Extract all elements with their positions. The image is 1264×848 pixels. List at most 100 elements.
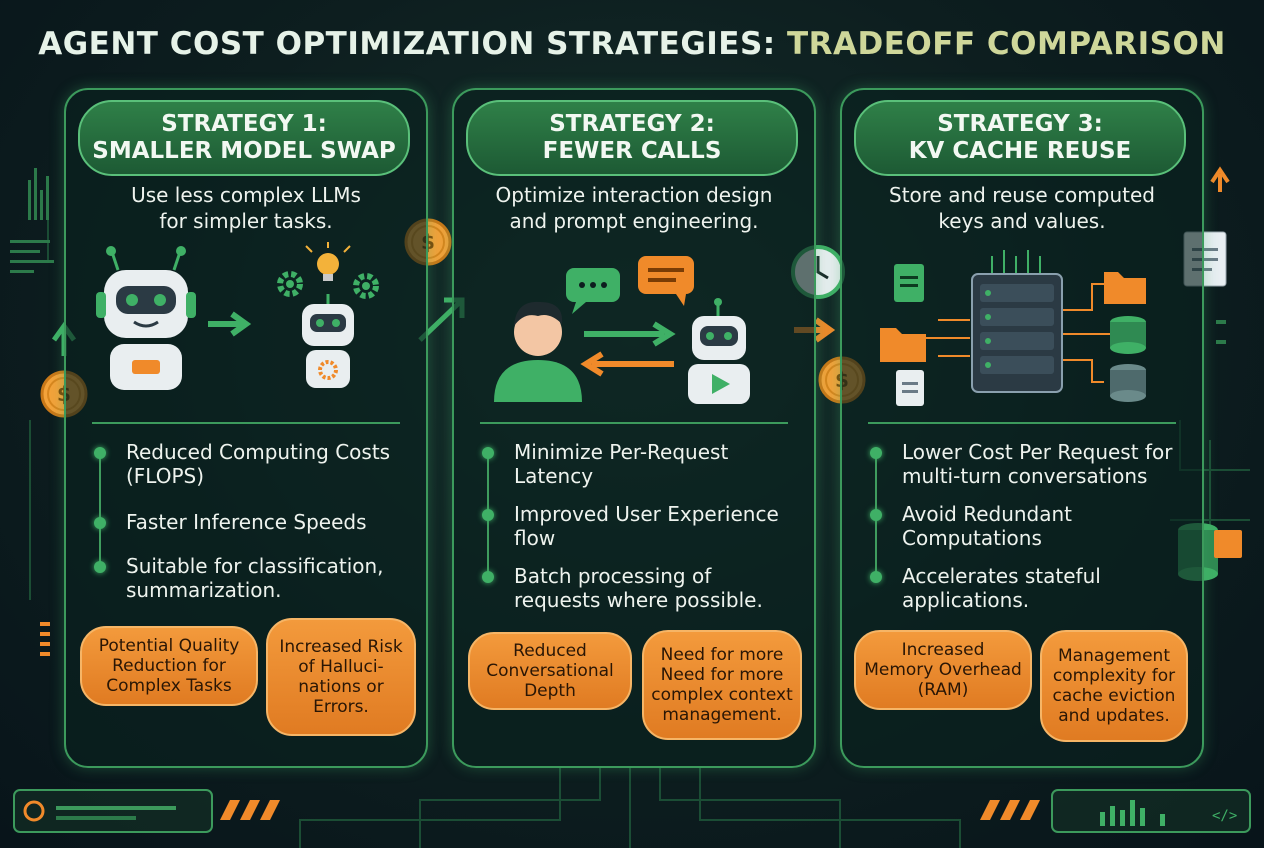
tradeoff-text: Increased Risk (279, 637, 403, 657)
tradeoff-text: complex context (651, 685, 793, 705)
description-line: Use less complex LLMs (131, 183, 361, 207)
document-icon (896, 370, 924, 406)
description-line: Store and reuse computed (889, 183, 1155, 207)
benefit-text: flow (514, 526, 556, 550)
tradeoff-text: Need for more (660, 665, 784, 685)
benefit-item: Avoid Redundant Computations (870, 502, 1190, 550)
code-icon: </> (1212, 808, 1237, 824)
benefit-text: summarization. (126, 578, 282, 602)
benefit-text: requests where possible. (514, 588, 763, 612)
tradeoff-text: Potential Quality (98, 636, 240, 656)
benefit-text: (FLOPS) (126, 464, 205, 488)
arrow-right-icon (584, 321, 676, 347)
chat-bubble-icon (566, 268, 620, 314)
benefit-text: multi-turn conversations (902, 464, 1148, 488)
strategy-description: Optimize interaction design and prompt e… (464, 182, 804, 234)
database-icon (1110, 316, 1146, 354)
description-line: Optimize interaction design (495, 183, 773, 207)
bullet-dot-icon (870, 447, 882, 459)
description-line: keys and values. (938, 209, 1106, 233)
lightbulb-icon (305, 242, 351, 281)
tradeoff-text: Management (1058, 646, 1170, 666)
benefit-item: Minimize Per-Request Latency (482, 440, 802, 488)
bullet-dot-icon (870, 509, 882, 521)
tradeoff-bubble: Increased Memory Overhead (RAM) (854, 630, 1032, 710)
benefit-text: Suitable for classification, (126, 554, 384, 578)
tradeoff-bubble: Potential Quality Reduction for Complex … (80, 626, 258, 706)
tradeoff-bubble: Management complexity for cache eviction… (1040, 630, 1188, 742)
benefit-text: Batch processing of (514, 564, 712, 588)
tradeoff-text: Conversational (486, 661, 614, 681)
bullet-dot-icon (870, 571, 882, 583)
strategy-header-1: STRATEGY 1: SMALLER MODEL SWAP (78, 100, 410, 176)
benefit-text: Computations (902, 526, 1042, 550)
tradeoff-text: management. (662, 705, 782, 725)
strategy-name: FEWER CALLS (542, 138, 722, 164)
benefit-item: Lower Cost Per Request for multi-turn co… (870, 440, 1190, 488)
strategy-panel-3: STRATEGY 3: KV CACHE REUSE Store and reu… (840, 88, 1204, 768)
benefit-text: Faster Inference Speeds (126, 510, 367, 534)
kv-cache-illustration (880, 250, 1146, 406)
robot-icon (302, 294, 354, 388)
page-title: AGENT COST OPTIMIZATION STRATEGIES: TRAD… (0, 26, 1264, 62)
smaller-model-illustration (96, 242, 379, 390)
tradeoff-text: and updates. (1058, 706, 1170, 726)
robot-icon (688, 298, 750, 404)
benefit-item: Suitable for classification, summarizati… (94, 554, 414, 602)
bullet-dot-icon (94, 447, 106, 459)
benefit-item: Improved User Experience flow (482, 502, 802, 550)
benefits-list: Lower Cost Per Request for multi-turn co… (870, 436, 1190, 612)
tradeoff-text: Depth (524, 681, 576, 701)
benefit-text: Latency (514, 464, 594, 488)
benefit-text: Minimize Per-Request (514, 440, 729, 464)
bullet-dot-icon (482, 509, 494, 521)
database-icon (1110, 364, 1146, 402)
benefit-text: Lower Cost Per Request for (902, 440, 1173, 464)
strategy-description: Store and reuse computed keys and values… (852, 182, 1192, 234)
title-main: AGENT COST OPTIMIZATION STRATEGIES: (38, 26, 776, 62)
folder-icon (1104, 272, 1146, 304)
arrow-right-icon (208, 311, 252, 337)
tradeoff-text: Increased (901, 640, 985, 660)
tradeoff-text: Need for more (660, 645, 784, 665)
tradeoff-bubble: Need for more Need for more complex cont… (642, 630, 802, 740)
gear-icon (277, 271, 303, 297)
tradeoff-text: of Halluci- (298, 657, 384, 677)
benefits-list: Minimize Per-Request Latency Improved Us… (482, 436, 802, 612)
arrow-left-icon (580, 351, 674, 377)
strategy-panel-2: STRATEGY 2: FEWER CALLS Optimize interac… (452, 88, 816, 768)
benefit-text: Improved User Experience (514, 502, 779, 526)
chat-bubble-icon (638, 256, 694, 306)
tradeoff-text: complexity for (1052, 666, 1176, 686)
gear-icon (353, 273, 379, 299)
server-rack-icon (971, 273, 1063, 393)
user-icon (494, 301, 582, 402)
benefits-list: Reduced Computing Costs (FLOPS) Faster I… (94, 436, 414, 602)
bullet-dot-icon (482, 571, 494, 583)
tradeoff-text: nations or (298, 677, 384, 697)
robot-icon (96, 246, 196, 390)
strategy-header-2: STRATEGY 2: FEWER CALLS (466, 100, 798, 176)
strategy-description: Use less complex LLMs for simpler tasks. (76, 182, 416, 234)
benefit-item: Accelerates stateful applications. (870, 564, 1190, 612)
strategy-name: KV CACHE REUSE (908, 138, 1132, 164)
strategy-number: STRATEGY 2: (549, 111, 715, 137)
strategy-name: SMALLER MODEL SWAP (92, 138, 396, 164)
description-line: for simpler tasks. (159, 209, 333, 233)
benefit-text: Accelerates stateful (902, 564, 1101, 588)
tradeoff-text: Reduced (513, 641, 587, 661)
folder-icon (880, 328, 926, 362)
tradeoff-text: Memory Overhead (864, 660, 1022, 680)
section-divider (92, 422, 400, 424)
tradeoff-text: (RAM) (917, 680, 969, 700)
strategy-header-3: STRATEGY 3: KV CACHE REUSE (854, 100, 1186, 176)
tradeoff-text: Complex Tasks (106, 676, 232, 696)
tradeoff-text: cache eviction (1052, 686, 1176, 706)
fewer-calls-illustration (494, 256, 750, 404)
section-divider (868, 422, 1176, 424)
document-icon (894, 264, 924, 302)
strategy-number: STRATEGY 1: (161, 111, 327, 137)
list-rail (99, 448, 101, 564)
strategy-panel-1: STRATEGY 1: SMALLER MODEL SWAP Use less … (64, 88, 428, 768)
title-highlight: TRADEOFF COMPARISON (787, 26, 1226, 62)
